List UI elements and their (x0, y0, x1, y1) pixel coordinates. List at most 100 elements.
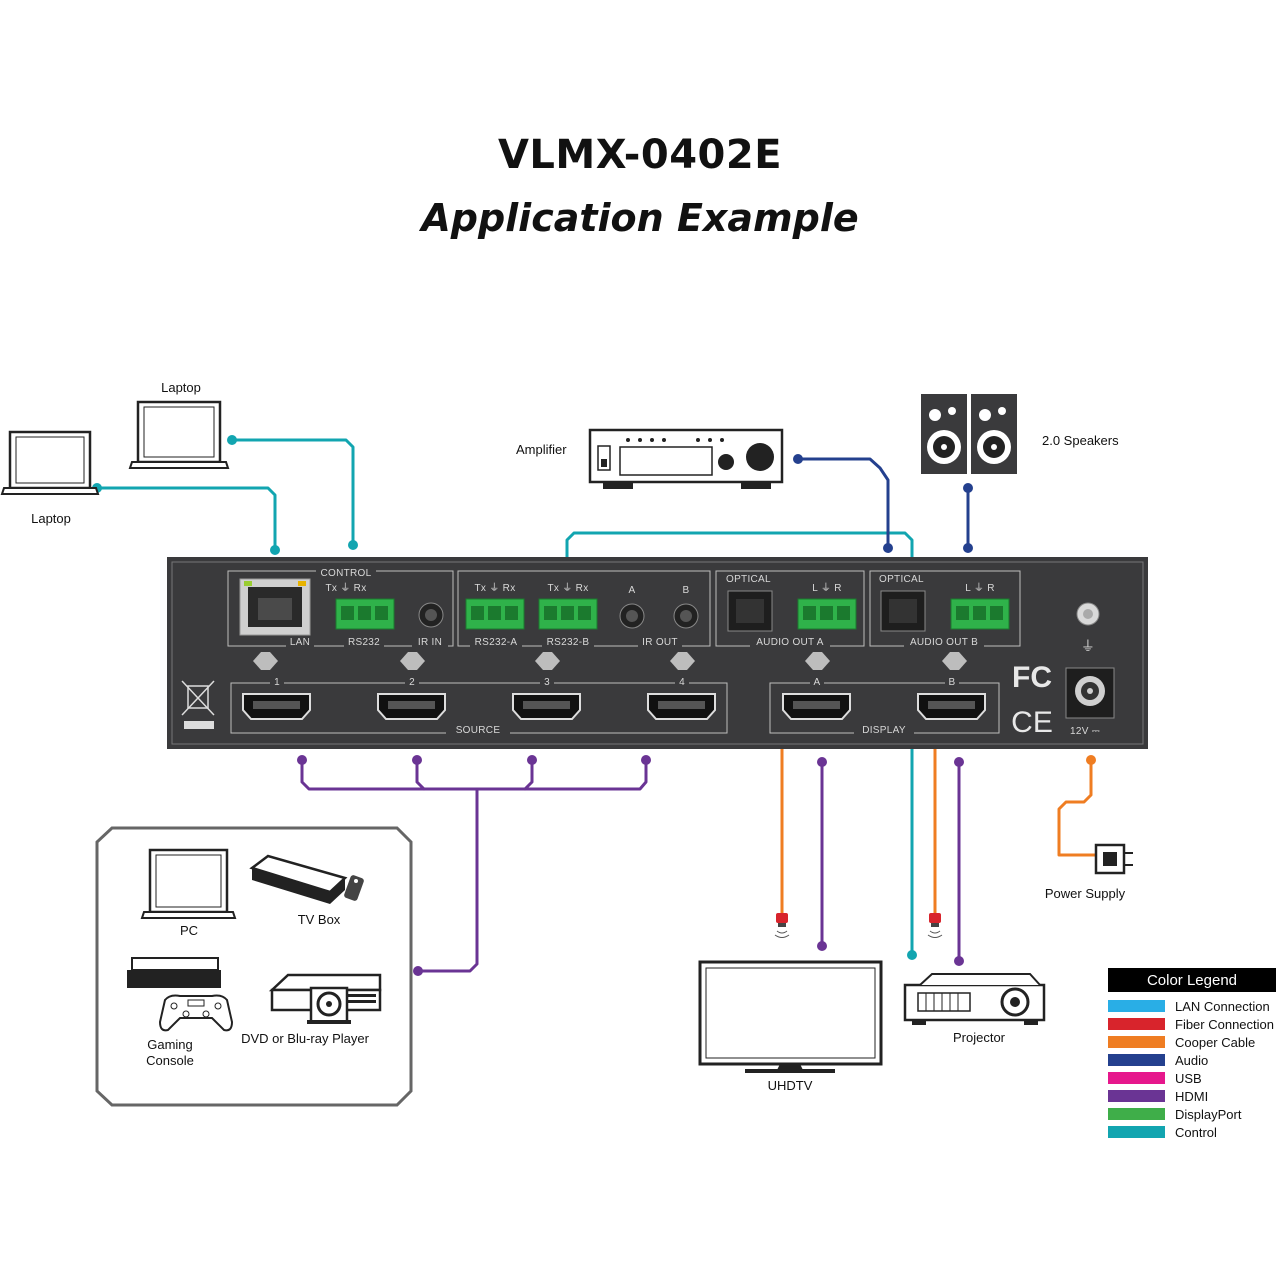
tv-box-icon (249, 854, 364, 904)
legend-item: Fiber Connection (1108, 1017, 1274, 1032)
rs232-pin-label: Tx ⏚ Rx (325, 582, 366, 594)
control-cable-laptop-top (230, 438, 355, 547)
power-supply-label: Power Supply (1045, 886, 1126, 901)
audio-cable-amplifier (796, 457, 890, 550)
display-letters: A B (810, 676, 959, 688)
optical-b-label: OPTICAL (879, 574, 924, 585)
ir-emitter-uhdtv (774, 913, 790, 938)
legend-item: Control (1108, 1125, 1217, 1140)
speakers-icon (921, 394, 1017, 474)
hdmi-source-1 (242, 693, 311, 720)
laptop-left-icon (0, 430, 100, 495)
dvd-player-label: DVD or Blu-ray Player (241, 1031, 370, 1046)
speakers-label: 2.0 Speakers (1042, 433, 1119, 448)
gaming-console-icon (127, 957, 234, 1032)
amplifier-icon (588, 428, 784, 489)
legend-swatch (1108, 1108, 1165, 1120)
ground-screw: ⏚ (1076, 602, 1100, 654)
ir-in-jack (418, 602, 444, 628)
ir-out-a-label: A (629, 585, 636, 596)
hdmi-source-4 (647, 693, 716, 720)
control-cable-laptop-left (95, 486, 277, 552)
pc-icon (140, 848, 237, 919)
svg-text:2: 2 (409, 677, 415, 688)
legend-item: USB (1108, 1071, 1202, 1086)
rs232b-label: RS232-B (547, 637, 590, 648)
legend-item: Audio (1108, 1053, 1208, 1068)
legend-swatch (1108, 1000, 1165, 1012)
power-jack (1065, 667, 1115, 719)
rs232-label: RS232 (348, 637, 380, 648)
tv-box-label: TV Box (298, 912, 341, 927)
hdmi-source-2 (377, 693, 446, 720)
legend-item: LAN Connection (1108, 999, 1270, 1014)
svg-text:3: 3 (544, 677, 550, 688)
legend-swatch (1108, 1018, 1165, 1030)
laptop-top-label: Laptop (161, 380, 201, 395)
legend-label: Audio (1175, 1053, 1208, 1068)
hdmi-source-trunk (416, 787, 479, 973)
dvd-player-icon (268, 973, 382, 1024)
audio-out-a-label: AUDIO OUT A (756, 637, 824, 648)
svg-text:B: B (949, 677, 956, 688)
rs232a-label: RS232-A (475, 637, 518, 648)
ir-emitter-projector (927, 913, 943, 938)
source-label: SOURCE (456, 725, 501, 736)
projector-label: Projector (953, 1030, 1006, 1045)
svg-text:⏚: ⏚ (1081, 638, 1095, 654)
rs232b-terminal (538, 598, 598, 630)
rs232a-pin-label: Tx ⏚ Rx (474, 582, 515, 594)
legend-swatch (1108, 1054, 1165, 1066)
amplifier-label: Amplifier (516, 442, 567, 457)
projector-icon (903, 973, 1046, 1025)
pc-label: PC (180, 923, 198, 938)
diagram-title: VLMX-0402E (497, 132, 783, 178)
control-section-label: CONTROL (321, 568, 372, 579)
legend-label: Control (1175, 1125, 1217, 1140)
diagram-subtitle: Application Example (421, 196, 859, 240)
legend-label: Cooper Cable (1175, 1035, 1255, 1050)
hdmi-source-bus (300, 758, 648, 791)
svg-text:4: 4 (679, 677, 685, 688)
laptop-left-label: Laptop (31, 511, 71, 526)
optical-b-port (880, 590, 926, 632)
legend-label: LAN Connection (1175, 999, 1270, 1014)
legend-label: Fiber Connection (1175, 1017, 1274, 1032)
lan-label: LAN (290, 637, 310, 648)
fc-mark: FC (1012, 661, 1052, 694)
legend-title: Color Legend (1147, 972, 1237, 989)
power-supply-icon (1094, 843, 1133, 875)
ir-out-a-jack (619, 603, 645, 629)
matrix-rear-panel: CONTROL LAN Tx ⏚ Rx RS232 (167, 557, 1148, 749)
legend-label: USB (1175, 1071, 1202, 1086)
legend-swatch (1108, 1036, 1165, 1048)
audio-b-pin-label: L ⏚ R (965, 582, 995, 594)
gaming-console-label-line2: Console (146, 1053, 194, 1068)
optical-a-label: OPTICAL (726, 574, 771, 585)
audio-a-pin-label: L ⏚ R (812, 582, 842, 594)
ir-out-b-jack (673, 603, 699, 629)
audio-b-terminal (950, 598, 1010, 630)
ir-out-label: IR OUT (642, 637, 678, 648)
legend-item: Cooper Cable (1108, 1035, 1255, 1050)
audio-out-b-label: AUDIO OUT B (910, 637, 978, 648)
panel-screws (253, 652, 967, 670)
laptop-top-icon (128, 400, 230, 469)
legend-item: DisplayPort (1108, 1107, 1242, 1122)
hdmi-display-b (917, 693, 986, 720)
legend-label: DisplayPort (1175, 1107, 1242, 1122)
hdmi-display-a (782, 693, 851, 720)
hdmi-source-3 (512, 693, 581, 720)
rs232a-terminal (465, 598, 525, 630)
legend-label: HDMI (1175, 1089, 1208, 1104)
legend-item: HDMI (1108, 1089, 1208, 1104)
audio-a-terminal (797, 598, 857, 630)
power-label: 12V ⎓ (1070, 726, 1100, 737)
uhdtv-icon (698, 960, 883, 1073)
ce-mark: CE (1011, 706, 1053, 739)
weee-icon (181, 680, 215, 716)
rs232b-pin-label: Tx ⏚ Rx (547, 582, 588, 594)
lan-port (239, 578, 311, 636)
